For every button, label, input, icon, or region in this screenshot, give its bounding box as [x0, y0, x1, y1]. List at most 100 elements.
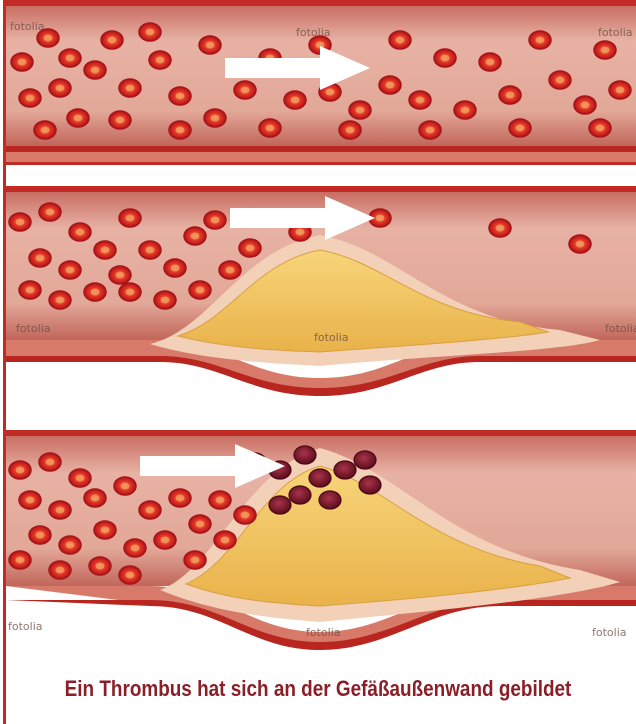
red-blood-cell-icon	[219, 261, 241, 279]
red-blood-cell-icon	[84, 61, 106, 79]
red-blood-cell-icon	[39, 453, 61, 471]
red-blood-cell-icon	[49, 561, 71, 579]
red-blood-cell-icon	[594, 41, 616, 59]
red-blood-cell-icon	[101, 31, 123, 49]
red-blood-cell-icon	[19, 281, 41, 299]
red-blood-cell-icon	[67, 109, 89, 127]
watermark: fotolia	[16, 322, 51, 335]
red-blood-cell-icon	[124, 539, 146, 557]
red-blood-cell-icon	[119, 283, 141, 301]
clot-cell-icon	[289, 486, 311, 504]
red-blood-cell-icon	[84, 283, 106, 301]
clot-cell-icon	[319, 491, 341, 509]
red-blood-cell-icon	[234, 81, 256, 99]
red-blood-cell-icon	[119, 566, 141, 584]
red-blood-cell-icon	[214, 531, 236, 549]
red-blood-cell-icon	[199, 36, 221, 54]
watermark: fotolia	[592, 626, 627, 639]
red-blood-cell-icon	[609, 81, 631, 99]
red-blood-cell-icon	[379, 76, 401, 94]
red-blood-cell-icon	[139, 501, 161, 519]
watermark: fotolia	[296, 26, 331, 39]
red-blood-cell-icon	[9, 551, 31, 569]
watermark: fotolia	[598, 26, 633, 39]
red-blood-cell-icon	[169, 489, 191, 507]
red-blood-cell-icon	[59, 49, 81, 67]
red-blood-cell-icon	[94, 521, 116, 539]
red-blood-cell-icon	[284, 91, 306, 109]
watermark: fotolia	[8, 620, 43, 633]
red-blood-cell-icon	[409, 91, 431, 109]
red-blood-cell-icon	[34, 121, 56, 139]
clot-cell-icon	[269, 496, 291, 514]
red-blood-cell-icon	[189, 515, 211, 533]
watermark: fotolia	[314, 331, 349, 344]
red-blood-cell-icon	[189, 281, 211, 299]
red-blood-cell-icon	[94, 241, 116, 259]
red-blood-cell-icon	[574, 96, 596, 114]
red-blood-cell-icon	[139, 241, 161, 259]
red-blood-cell-icon	[89, 557, 111, 575]
panel-normal-vessel: fotolia fotolia fotolia	[6, 0, 636, 165]
red-blood-cell-icon	[109, 266, 131, 284]
red-blood-cell-icon	[204, 211, 226, 229]
red-blood-cell-icon	[434, 49, 456, 67]
red-blood-cell-icon	[164, 259, 186, 277]
red-blood-cell-icon	[239, 239, 261, 257]
red-blood-cell-icon	[69, 223, 91, 241]
red-blood-cell-icon	[499, 86, 521, 104]
panel-plaque-vessel: fotolia fotolia fotolia	[6, 186, 636, 396]
red-blood-cell-icon	[339, 121, 361, 139]
clot-cell-icon	[334, 461, 356, 479]
red-blood-cell-icon	[204, 109, 226, 127]
red-blood-cell-icon	[19, 491, 41, 509]
panel-thrombus-vessel: fotolia fotolia fotolia	[6, 430, 636, 650]
red-blood-cell-icon	[389, 31, 411, 49]
red-blood-cell-icon	[19, 89, 41, 107]
red-blood-cell-icon	[84, 489, 106, 507]
clot-cell-icon	[359, 476, 381, 494]
red-blood-cell-icon	[119, 209, 141, 227]
red-blood-cell-icon	[234, 506, 256, 524]
red-blood-cell-icon	[549, 71, 571, 89]
red-blood-cell-icon	[9, 213, 31, 231]
red-blood-cell-icon	[59, 261, 81, 279]
red-blood-cell-icon	[11, 53, 33, 71]
clot-cell-icon	[309, 469, 331, 487]
red-blood-cell-icon	[154, 531, 176, 549]
red-blood-cell-icon	[169, 87, 191, 105]
red-blood-cell-icon	[454, 101, 476, 119]
red-blood-cell-icon	[489, 219, 511, 237]
red-blood-cell-icon	[39, 203, 61, 221]
red-blood-cell-icon	[49, 291, 71, 309]
watermark: fotolia	[605, 322, 636, 335]
red-blood-cell-icon	[114, 477, 136, 495]
red-blood-cell-icon	[169, 121, 191, 139]
red-blood-cell-icon	[184, 551, 206, 569]
red-blood-cell-icon	[69, 469, 91, 487]
red-blood-cell-icon	[419, 121, 441, 139]
caption: Ein Thrombus hat sich an der Gefäßaußenw…	[45, 676, 592, 712]
watermark: fotolia	[10, 20, 45, 33]
red-blood-cell-icon	[209, 491, 231, 509]
red-blood-cell-icon	[109, 111, 131, 129]
clot-cell-icon	[294, 446, 316, 464]
red-blood-cell-icon	[149, 51, 171, 69]
red-blood-cell-icon	[509, 119, 531, 137]
red-blood-cell-icon	[589, 119, 611, 137]
red-blood-cell-icon	[529, 31, 551, 49]
red-blood-cell-icon	[184, 227, 206, 245]
red-blood-cell-icon	[9, 461, 31, 479]
red-blood-cell-icon	[49, 79, 71, 97]
red-blood-cell-icon	[119, 79, 141, 97]
red-blood-cell-icon	[349, 101, 371, 119]
red-blood-cell-icon	[154, 291, 176, 309]
red-blood-cell-icon	[479, 53, 501, 71]
clot-cell-icon	[354, 451, 376, 469]
red-blood-cell-icon	[49, 501, 71, 519]
red-blood-cell-icon	[259, 119, 281, 137]
red-blood-cell-icon	[29, 249, 51, 267]
red-blood-cell-icon	[59, 536, 81, 554]
